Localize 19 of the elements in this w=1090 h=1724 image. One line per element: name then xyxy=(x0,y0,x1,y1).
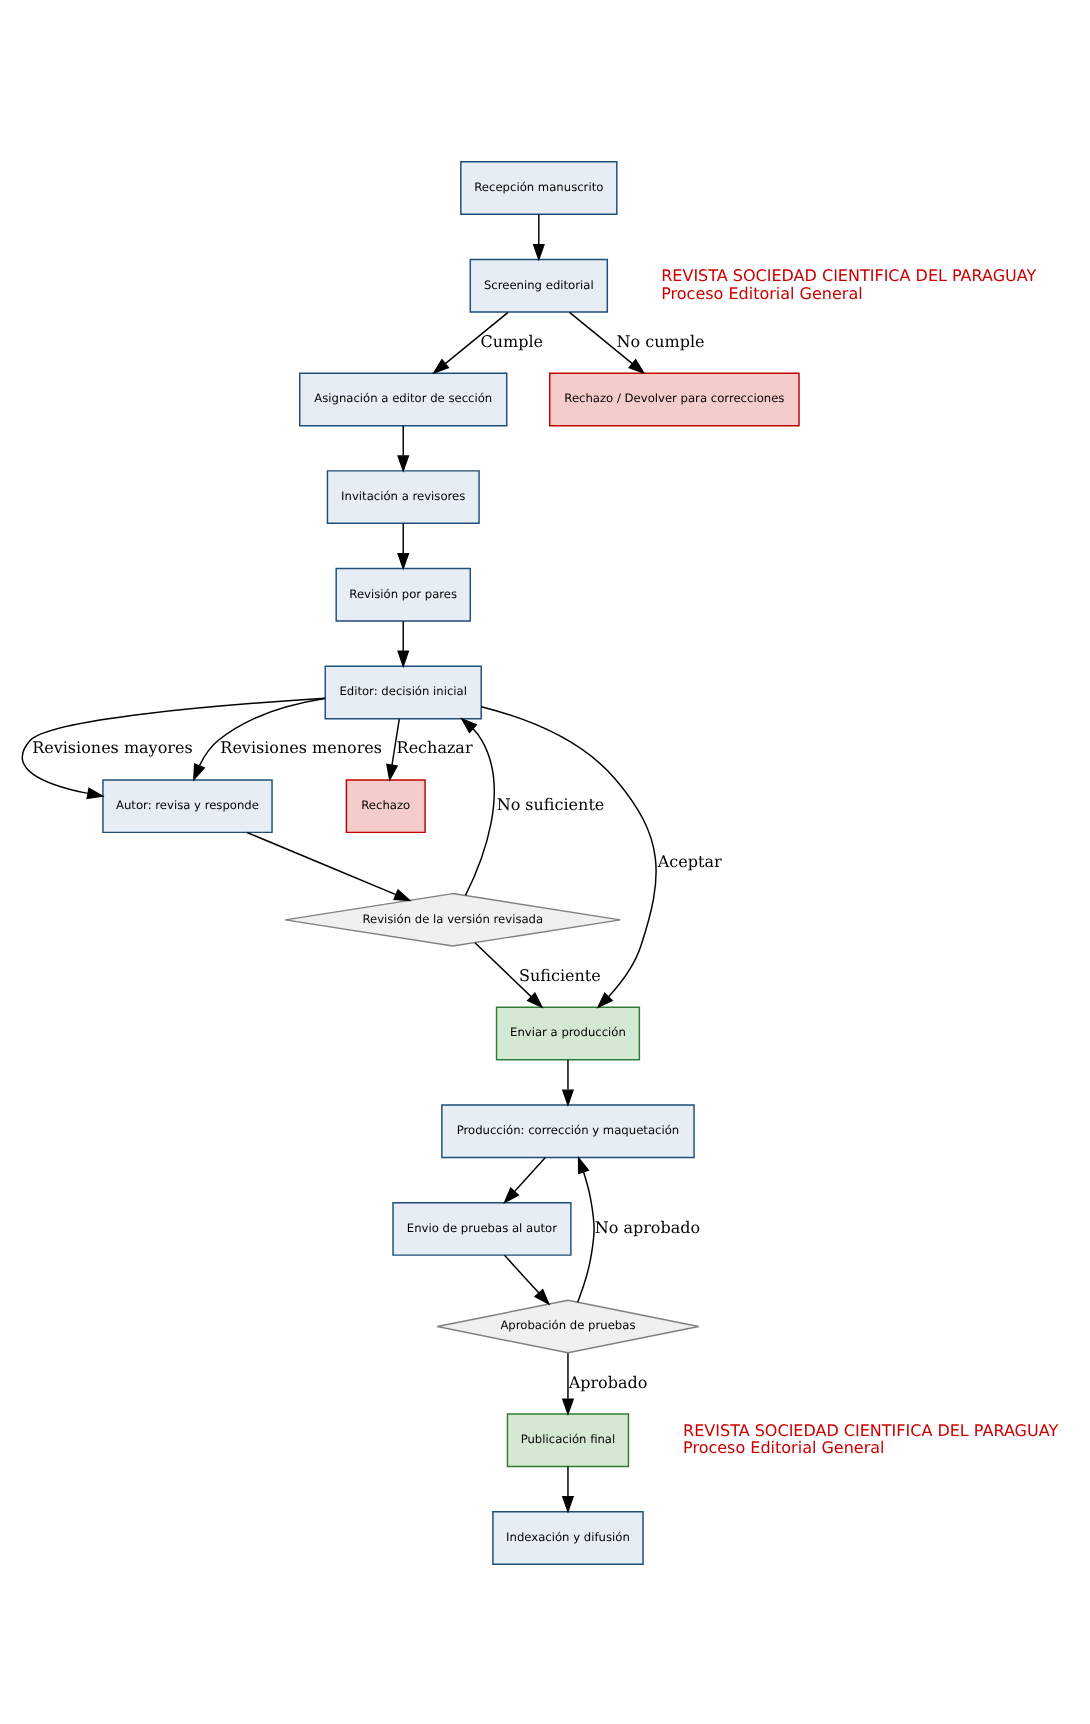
arrow xyxy=(474,940,544,1008)
arrow xyxy=(397,424,410,472)
arrow xyxy=(532,212,545,261)
arrow xyxy=(397,619,410,668)
arrow xyxy=(460,716,495,896)
arrow xyxy=(432,310,509,374)
arrow xyxy=(193,696,326,781)
arrow xyxy=(503,1253,551,1305)
arrow xyxy=(246,830,412,901)
arrow xyxy=(561,1058,575,1106)
arrow xyxy=(397,521,410,570)
arrow xyxy=(480,705,657,1008)
arrow xyxy=(21,696,326,799)
arrow xyxy=(568,310,646,374)
arrow xyxy=(386,717,400,781)
arrow xyxy=(561,1351,575,1415)
arrow xyxy=(576,1155,595,1302)
arrow xyxy=(503,1155,547,1203)
arrow xyxy=(561,1464,575,1513)
